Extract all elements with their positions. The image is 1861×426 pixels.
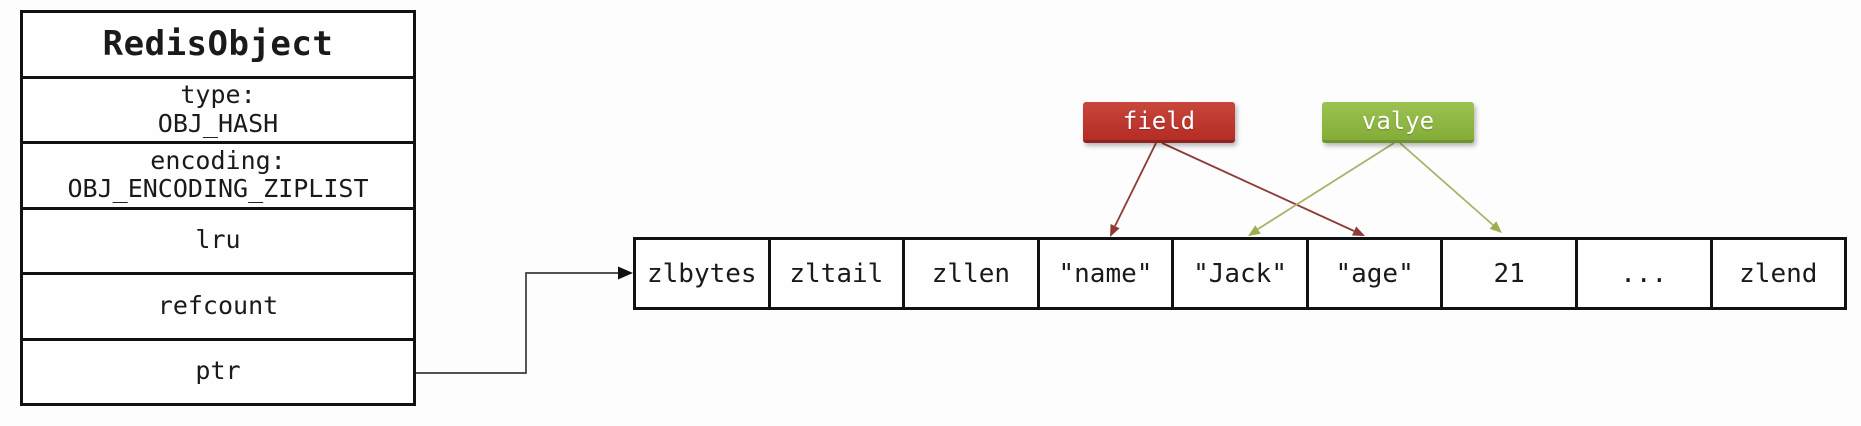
ptr-to-ziplist-arrow bbox=[416, 266, 633, 374]
redis-object-title: RedisObject bbox=[102, 23, 334, 64]
redis-object-table: RedisObject type: OBJ_HASH encoding: OBJ… bbox=[20, 10, 416, 406]
arrowhead-icon bbox=[1248, 225, 1261, 236]
arrowhead-icon bbox=[1489, 221, 1502, 233]
field-badge: field bbox=[1083, 102, 1235, 143]
value-to-21-arrow bbox=[1399, 142, 1502, 233]
arrowhead-icon bbox=[1352, 226, 1365, 236]
value-badge: valye bbox=[1322, 102, 1474, 143]
ziplist-array: zlbytes zltail zllen "name" "Jack" "age"… bbox=[633, 237, 1847, 310]
ziplist-cell-name: "name" bbox=[1036, 240, 1172, 307]
ptr-label: ptr bbox=[195, 356, 241, 386]
arrowhead-icon bbox=[1110, 224, 1120, 237]
redis-object-row-lru: lru bbox=[23, 206, 413, 273]
arrowhead-icon bbox=[618, 266, 633, 280]
field-to-age-arrow bbox=[1161, 142, 1365, 236]
redis-object-row-ptr: ptr bbox=[23, 337, 413, 404]
encoding-label: encoding: bbox=[150, 145, 286, 175]
ziplist-cell-zllen: zllen bbox=[902, 240, 1037, 307]
ziplist-cell-21: 21 bbox=[1440, 240, 1575, 307]
redis-object-row-refcount: refcount bbox=[23, 272, 413, 338]
redis-object-row-type: type: OBJ_HASH bbox=[23, 75, 413, 142]
type-value: OBJ_HASH bbox=[157, 108, 279, 138]
type-label: type: bbox=[180, 80, 256, 109]
refcount-label: refcount bbox=[157, 290, 279, 320]
ziplist-cell-zlend: zlend bbox=[1709, 240, 1845, 307]
ziplist-cell-jack: "Jack" bbox=[1171, 240, 1306, 307]
redis-object-row-encoding: encoding: OBJ_ENCODING_ZIPLIST bbox=[23, 141, 413, 207]
lru-label: lru bbox=[195, 225, 241, 255]
ziplist-cell-zltail: zltail bbox=[767, 240, 903, 307]
ziplist-cell-age: "age" bbox=[1305, 240, 1441, 307]
encoding-value: OBJ_ENCODING_ZIPLIST bbox=[67, 174, 369, 204]
value-to-jack-arrow bbox=[1248, 142, 1395, 236]
field-to-name-arrow bbox=[1110, 142, 1157, 237]
ziplist-cell-zlbytes: zlbytes bbox=[646, 258, 757, 289]
ziplist-cell-ellipsis: ... bbox=[1574, 240, 1710, 307]
